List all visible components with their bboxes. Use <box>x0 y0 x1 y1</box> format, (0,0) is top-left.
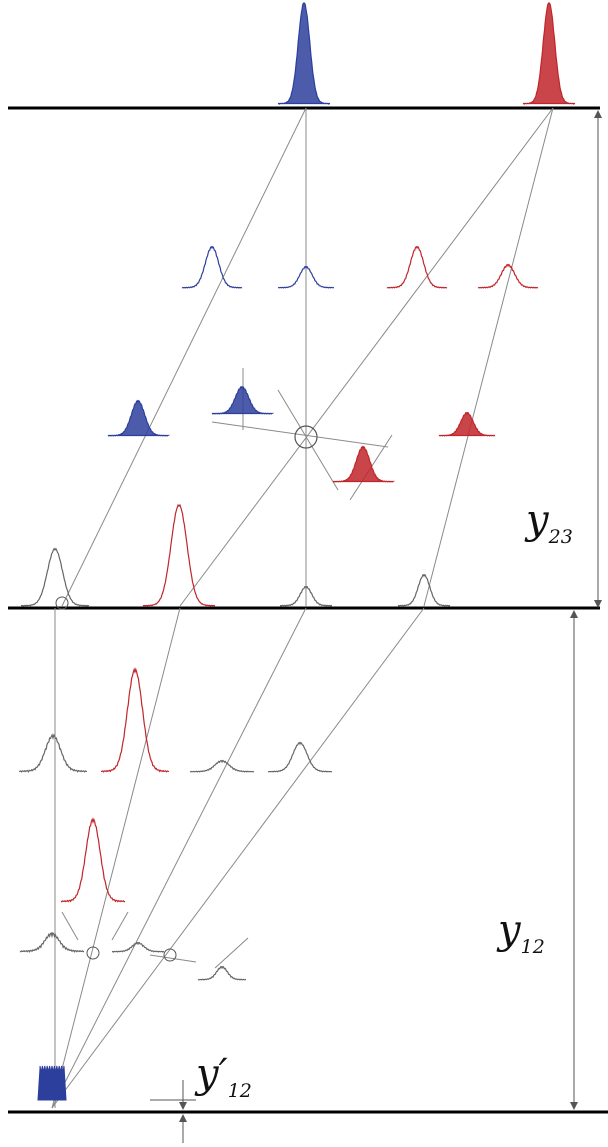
pulse-profile <box>142 503 216 607</box>
label-symbol: y <box>526 497 549 543</box>
pulse-profile <box>477 263 539 289</box>
construction-line <box>211 421 389 448</box>
pulse-profile <box>277 2 331 105</box>
pulse-profile <box>277 265 335 289</box>
pulse-profile <box>522 2 576 105</box>
intersection-circle <box>86 946 100 960</box>
ray <box>51 607 181 1109</box>
ray <box>423 107 554 607</box>
pulse-profile <box>267 741 333 773</box>
label-subscript: 23 <box>548 526 573 548</box>
pulse-profile <box>438 411 496 437</box>
ray <box>51 607 425 1109</box>
intersection-circle <box>294 425 318 449</box>
label-y23: y23 <box>526 497 573 547</box>
label-subscript: 12 <box>227 1080 252 1102</box>
construction-line <box>111 911 129 941</box>
label-symbol: y <box>498 907 521 953</box>
pulse-profile <box>279 586 333 607</box>
construction-line <box>61 911 79 941</box>
construction-line <box>214 937 249 969</box>
intersection-circle <box>55 596 69 610</box>
pulse-profile <box>197 965 247 981</box>
pulse-profile <box>100 667 170 773</box>
pulse-profile <box>386 245 448 289</box>
pulse-profile <box>107 399 171 437</box>
dimension-arrows <box>150 110 602 1143</box>
pulse-profile <box>397 574 451 607</box>
construction-lines <box>61 368 393 969</box>
label-symbol: y′ <box>196 1051 228 1097</box>
ray-lines <box>51 107 554 1109</box>
label-y12: y12 <box>498 907 545 957</box>
intersection-circle <box>163 948 177 962</box>
label-subscript: 12 <box>520 936 545 958</box>
ray <box>51 607 307 1109</box>
pulse-profile <box>60 817 126 903</box>
ray <box>179 107 554 607</box>
pulse-profile <box>20 547 90 607</box>
ray <box>61 107 307 607</box>
pulse-profile <box>18 733 88 773</box>
pulse-profile <box>181 245 243 289</box>
pulse-profiles <box>18 2 576 1101</box>
pulse-profile <box>111 941 165 953</box>
construction-line <box>277 389 339 491</box>
pulse-profile <box>19 931 85 953</box>
pulse-profile <box>189 759 255 773</box>
label-y-prime-12: y′12 <box>196 1051 252 1101</box>
pulse-profile <box>37 1065 67 1101</box>
pulse-profile <box>211 385 275 415</box>
pulse-profile <box>332 445 396 483</box>
construction-line <box>149 954 197 963</box>
